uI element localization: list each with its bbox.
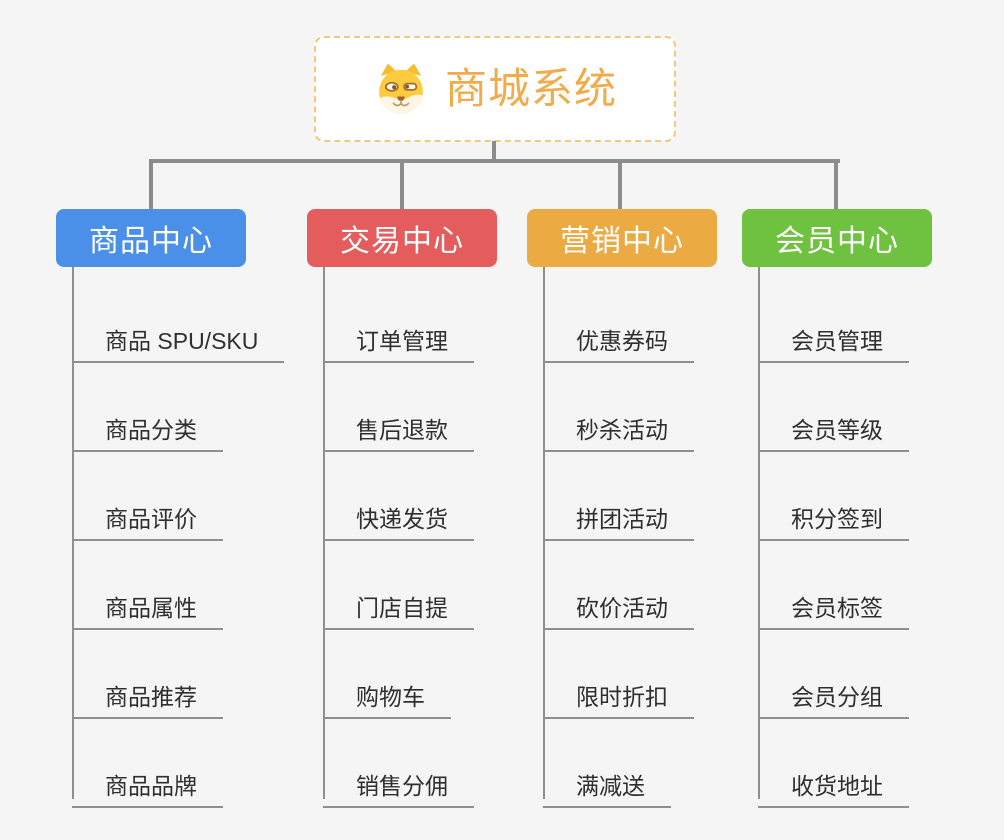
connector-root-trunk: [492, 141, 496, 161]
connector-drop-marketing: [618, 159, 622, 209]
root-title: 商城系统: [444, 65, 617, 112]
connector-drop-products: [149, 159, 153, 209]
leaf-node[interactable]: 快递发货: [323, 493, 474, 541]
doge-icon: [379, 63, 423, 114]
branch-trunk-line: [323, 267, 325, 799]
leaf-node[interactable]: 售后退款: [323, 404, 474, 452]
leaf-node[interactable]: 拼团活动: [543, 493, 694, 541]
leaf-node[interactable]: 门店自提: [323, 582, 474, 630]
leaf-node[interactable]: 会员管理: [758, 315, 909, 363]
leaf-node[interactable]: 购物车: [323, 671, 451, 719]
connector-drop-members: [834, 159, 838, 209]
leaf-node[interactable]: 会员分组: [758, 671, 909, 719]
leaf-node[interactable]: 砍价活动: [543, 582, 694, 630]
connector-drop-trade: [400, 159, 404, 209]
leaf-node[interactable]: 收货地址: [758, 760, 909, 808]
branch-trunk-line: [758, 267, 760, 799]
connector-horizontal-bar: [149, 159, 840, 163]
branch-node-marketing-center[interactable]: 营销中心: [527, 209, 717, 267]
leaf-node[interactable]: 商品推荐: [72, 671, 223, 719]
leaf-node[interactable]: 商品属性: [72, 582, 223, 630]
leaf-node[interactable]: 销售分佣: [323, 760, 474, 808]
leaf-node[interactable]: 秒杀活动: [543, 404, 694, 452]
leaf-node[interactable]: 优惠券码: [543, 315, 694, 363]
branch-trunk-line: [72, 267, 74, 799]
leaf-node[interactable]: 限时折扣: [543, 671, 694, 719]
branch-trunk-line: [543, 267, 545, 799]
root-node[interactable]: 商城系统: [314, 36, 676, 142]
leaf-node[interactable]: 商品品牌: [72, 760, 223, 808]
branch-node-product-center[interactable]: 商品中心: [56, 209, 246, 267]
leaf-node[interactable]: 会员等级: [758, 404, 909, 452]
leaf-node[interactable]: 商品分类: [72, 404, 223, 452]
branch-node-trade-center[interactable]: 交易中心: [307, 209, 497, 267]
leaf-node[interactable]: 会员标签: [758, 582, 909, 630]
leaf-node[interactable]: 商品评价: [72, 493, 223, 541]
branch-node-member-center[interactable]: 会员中心: [742, 209, 932, 267]
leaf-node[interactable]: 订单管理: [323, 315, 474, 363]
leaf-node[interactable]: 商品 SPU/SKU: [72, 315, 285, 363]
leaf-node[interactable]: 积分签到: [758, 493, 909, 541]
leaf-node[interactable]: 满减送: [543, 760, 671, 808]
